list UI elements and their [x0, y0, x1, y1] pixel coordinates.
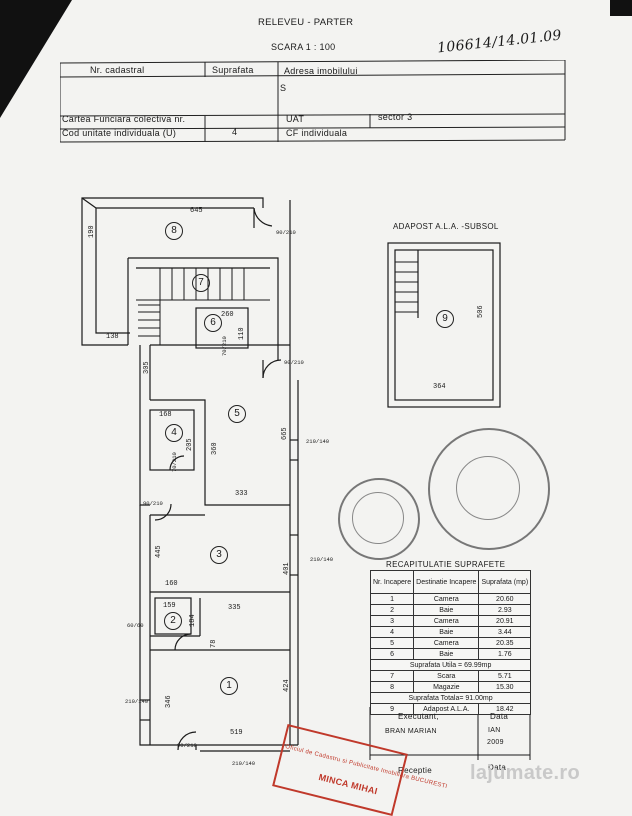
basement-title: ADAPOST A.L.A. -SUBSOL: [393, 222, 499, 231]
dim-401: 401: [283, 562, 291, 575]
cod-unitate-value: 4: [232, 127, 238, 137]
window-210-140-top: 210/140: [306, 438, 330, 445]
dim-305: 305: [143, 361, 151, 374]
cadastral-header: Nr. cadastral: [90, 65, 145, 75]
dim-159: 159: [163, 602, 176, 610]
dim-168: 168: [159, 411, 172, 419]
window-210-140-mid: 210/140: [310, 556, 334, 563]
recap-total-row: Suprafata Totala= 91.00mp: [369, 692, 532, 704]
window-60-60: 60/60: [127, 622, 144, 629]
dim-160: 160: [165, 580, 178, 588]
dim-335: 335: [228, 604, 241, 612]
window-210-140-base: 210/140: [232, 760, 256, 767]
recap-col-surface: Suprafata (mp): [478, 570, 532, 594]
dim-110: 110: [238, 327, 246, 340]
recap-header-row: Nr. Incapere Destinatie Incapere Suprafa…: [369, 570, 532, 594]
room-6-marker: 6: [204, 314, 222, 332]
basement-dim-364: 364: [433, 383, 446, 391]
dim-360: 360: [211, 442, 219, 455]
area-header: Suprafata: [212, 65, 254, 75]
police-stamp-inner: [456, 456, 520, 520]
sector-label: sector 3: [378, 112, 413, 122]
cf-label: CF individuala: [286, 128, 348, 138]
address-header: Adresa imobilului: [284, 66, 358, 76]
receptie-label: Receptie: [398, 766, 432, 775]
room-2-marker: 2: [164, 612, 182, 630]
executant-label: Executant,: [398, 712, 439, 721]
watermark-logo: lajumate.ro: [470, 762, 580, 784]
police-stamp: [428, 428, 550, 550]
door-90-210-bottom: 90/210: [177, 742, 197, 749]
recap-util-row: Suprafata Utila = 69.99mp: [369, 659, 532, 671]
dim-78: 78: [210, 639, 218, 648]
dim-519: 519: [230, 729, 243, 737]
executant-year: 2009: [487, 739, 504, 746]
door-70-210: 70/210: [221, 336, 228, 356]
window-210-140-bottom: 210/140: [125, 698, 149, 705]
door-90-210-top: 90/210: [276, 229, 296, 236]
dim-190: 190: [88, 225, 96, 238]
room-7-marker: 7: [192, 274, 210, 292]
dim-138: 138: [106, 333, 119, 341]
dim-184: 184: [189, 614, 197, 627]
door-70-210-bath4: 70/210: [171, 452, 178, 472]
round-seal-inner: [352, 492, 404, 544]
carte-funciara-label: Cartea Funciara colectiva nr.: [62, 114, 186, 124]
door-90-210-room5: 90/210: [284, 359, 304, 366]
room-9-marker: 9: [436, 310, 454, 328]
door-90-210-mid: 90/210: [143, 500, 163, 507]
executant-name: BRAN MARIAN: [385, 728, 437, 735]
recap-col-dest: Destinatie Incapere: [413, 570, 480, 594]
room-8-marker: 8: [165, 222, 183, 240]
room-3-marker: 3: [210, 546, 228, 564]
scale-label: SCARA 1 : 100: [271, 42, 336, 52]
data-label: Data: [490, 712, 509, 721]
recap-table: Nr. Incapere Destinatie Incapere Suprafa…: [369, 570, 532, 715]
recap-col-nr: Nr. Incapere: [369, 570, 415, 594]
dim-445: 445: [155, 545, 163, 558]
room-1-marker: 1: [220, 677, 238, 695]
uat-label: UAT: [286, 114, 305, 124]
room-5-marker: 5: [228, 405, 246, 423]
basement-dim-506: 506: [477, 305, 485, 318]
scan-corner-right: [610, 0, 632, 16]
info-table-grid: [60, 60, 566, 143]
address-value: S: [280, 83, 287, 93]
dim-205: 205: [186, 438, 194, 451]
data2-label: Data: [488, 763, 507, 772]
executant-month: IAN: [488, 727, 501, 734]
room-4-marker: 4: [165, 424, 183, 442]
dim-665: 665: [281, 427, 289, 440]
floor-plan: [81, 197, 531, 760]
page-title: RELEVEU - PARTER: [258, 17, 354, 28]
recap-title: RECAPITULATIE SUPRAFETE: [386, 560, 506, 569]
round-seal-stamp: [338, 478, 420, 560]
dim-260: 260: [221, 311, 234, 319]
dim-645: 645: [190, 207, 203, 215]
dim-346: 346: [165, 695, 173, 708]
cod-unitate-label: Cod unitate individuala (U): [62, 128, 177, 138]
dim-333: 333: [235, 490, 248, 498]
dim-424: 424: [283, 679, 291, 692]
